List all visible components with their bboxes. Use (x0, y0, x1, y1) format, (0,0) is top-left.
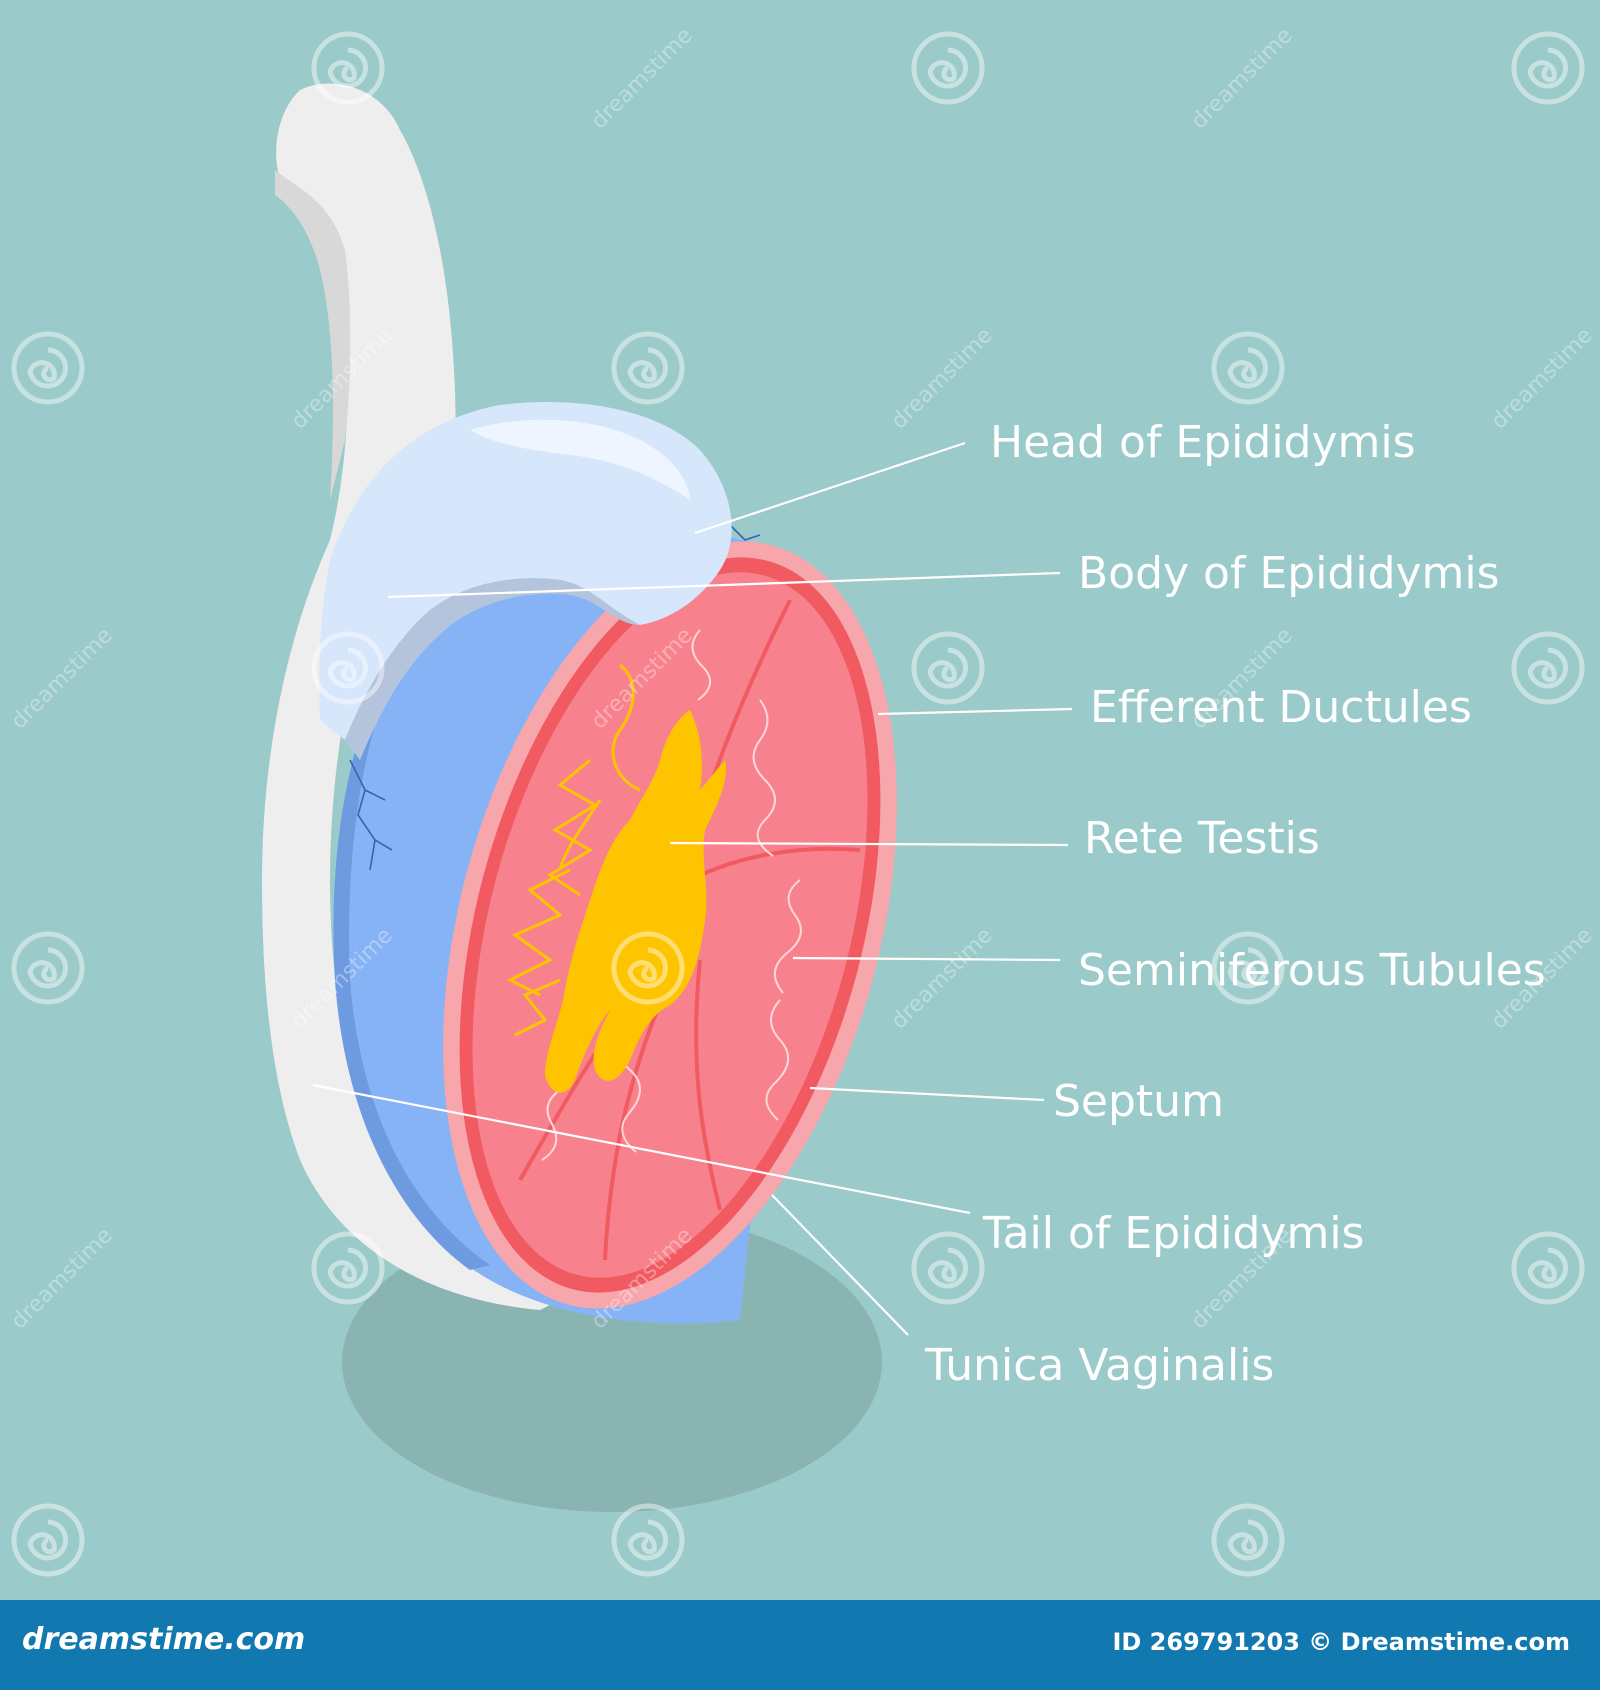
leader-septum (809, 1086, 1045, 1102)
label-efferent-ductules: Efferent Ductules (1090, 682, 1472, 733)
efferent-ductules (506, 663, 641, 1037)
leader-rete (669, 841, 1069, 847)
leader-tail (312, 1083, 971, 1215)
label-rete-testis: Rete Testis (1084, 813, 1320, 864)
epididymis-highlight (470, 419, 690, 500)
leader-efferent (877, 707, 1073, 716)
testis-veins (349, 524, 761, 871)
label-body-of-epididymis: Body of Epididymis (1078, 548, 1500, 599)
label-septum: Septum (1053, 1076, 1224, 1127)
epididymis-shape (319, 402, 732, 740)
watermark-word: dreamstime (887, 923, 998, 1034)
leader-tunica (771, 1194, 909, 1336)
watermark-word: dreamstime (7, 1223, 118, 1334)
watermark-word: dreamstime (7, 623, 118, 734)
watermark-word: dreamstime (587, 23, 698, 134)
leader-head (694, 441, 966, 535)
footer-image-id: ID 269791203 © Dreamstime.com (1112, 1628, 1570, 1656)
footer-site-logo[interactable]: dreamstime.com (22, 1622, 306, 1657)
rete-testis-shape (545, 710, 726, 1093)
watermark-word: dreamstime (1487, 323, 1598, 434)
testis-shading (333, 650, 490, 1270)
epididymis-shadow (345, 578, 640, 760)
label-tail-of-epididymis: Tail of Epididymis (982, 1208, 1364, 1259)
cord-shading (275, 170, 351, 500)
watermark-word: dreamstime (887, 323, 998, 434)
leader-body (387, 571, 1061, 599)
label-head-of-epididymis: Head of Epididymis (990, 417, 1416, 468)
testis-anatomy-diagram: Head of Epididymis Body of Epididymis Ef… (7, 23, 1598, 1600)
leader-lines (312, 441, 1073, 1336)
label-seminiferous-tubules: Seminiferous Tubules (1078, 945, 1546, 996)
leader-seminiferous (792, 956, 1061, 962)
footer-bar: dreamstime.com ID 269791203 © Dreamstime… (0, 1600, 1600, 1690)
label-tunica-vaginalis: Tunica Vaginalis (924, 1340, 1274, 1391)
watermark-word: dreamstime (1187, 23, 1298, 134)
